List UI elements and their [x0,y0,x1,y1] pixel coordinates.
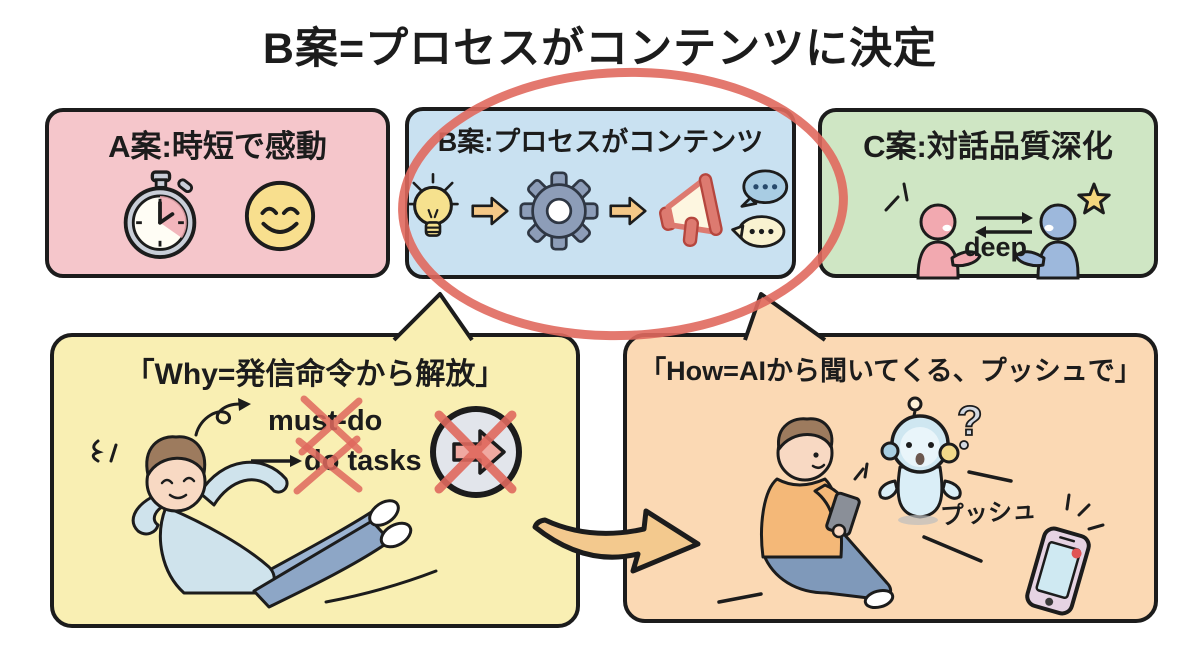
speech-bubbles-icon [730,169,788,248]
no-posting-icon [430,406,522,498]
lightbulb-icon [406,172,459,237]
plan-b-box: B案:プロセスがコンテンツ [405,107,796,279]
why-box-title: 「Why=発信命令から解放」 [124,358,506,391]
page-title: B案=プロセスがコンテンツに決定 [262,25,938,73]
plan-c-label: C案:対話品質深化 [863,129,1113,164]
talking-person-blue-icon [1014,203,1080,280]
crossed-text-dotasks: do tasks [304,445,422,477]
plan-b-icons [405,163,797,259]
loop-arrow-icon [194,398,251,437]
sitting-person-illustration [760,417,895,610]
how-box-title: 「How=AIから聞いてくる、プッシュで」 [639,356,1142,386]
how-box: 「How=AIから聞いてくる、プッシュで」 プッシュ [623,333,1158,623]
relaxing-person-illustration [91,398,522,609]
emphasis-lines-icon [884,182,909,212]
why-bubble-tail [392,292,474,342]
flow-arrow-icon [608,196,647,226]
gear-icon [518,171,599,251]
stopwatch-icon [123,170,196,259]
sofa-line [324,569,438,604]
question-mark-icon: ? [956,396,984,450]
flow-arrow-icon [470,196,509,226]
push-label: プッシュ [939,496,1038,531]
how-bubble-tail [743,292,827,342]
plan-c-box: C案:対話品質深化 deep [818,108,1158,280]
dialogue-illustration [884,182,1111,280]
star-icon [1077,182,1111,215]
smartphone-icon [1025,526,1091,616]
megaphone-bubbles-icon [658,169,788,248]
why-box: 「Why=発信命令から解放」 [50,333,580,628]
deep-label: deep [964,232,1028,262]
talking-person-pink-icon [916,203,982,280]
swoosh-arrow-icon [532,508,701,574]
plan-a-box: A案:時短で感動 [45,108,390,278]
relax-squiggle-icon [91,439,118,463]
swap-arrows-icon [975,212,1033,238]
robot-icon [878,396,962,525]
smiley-icon [244,180,315,252]
megaphone-icon [658,173,723,247]
plan-b-label: B案:プロセスがコンテンツ [437,127,764,157]
plan-c-content: deep [826,170,1158,280]
crossed-text-mustdo: must-do [268,405,383,437]
ai-push-illustration: ? [717,396,1105,616]
notification-sparkles [1065,493,1105,531]
svg-text:?: ? [957,397,983,444]
why-box-content: must-do do tasks [54,395,584,632]
motion-lines [717,470,1013,604]
how-box-content: プッシュ [627,387,1162,632]
plan-a-label: A案:時短で感動 [108,129,327,164]
plan-a-icons [118,168,318,264]
